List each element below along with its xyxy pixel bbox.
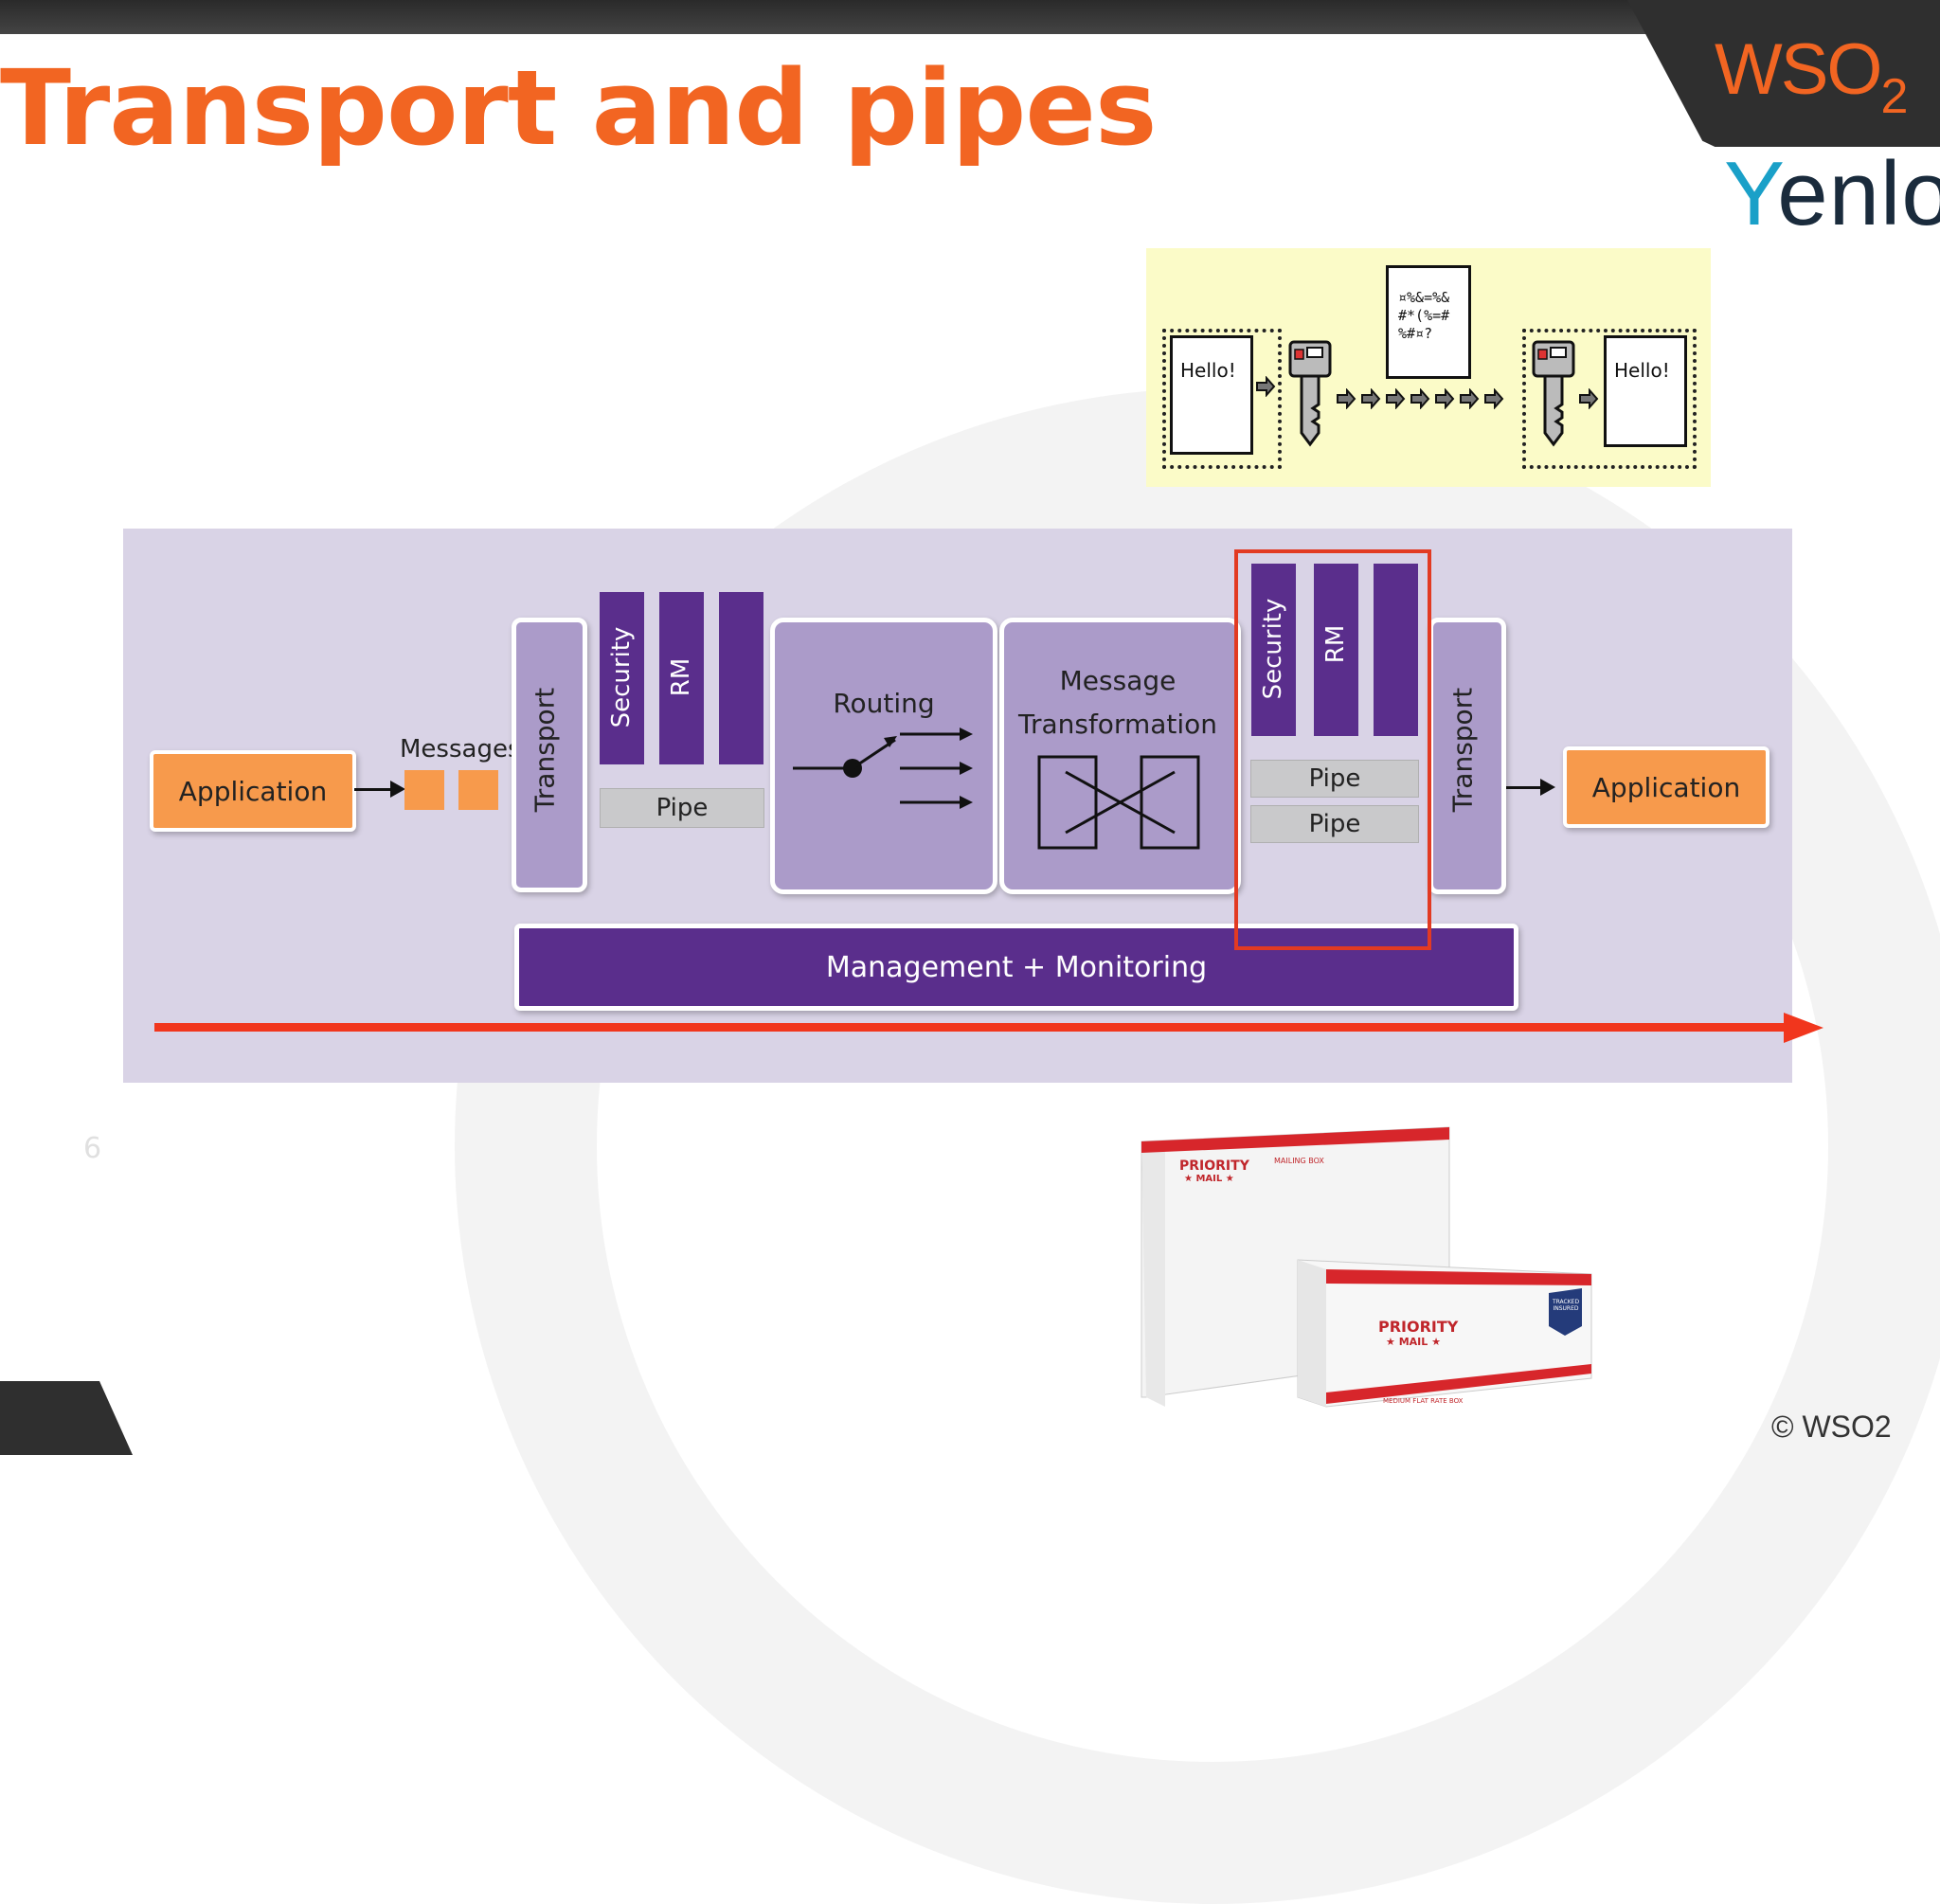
top-bar <box>0 0 1940 34</box>
pipe-right-2: Pipe <box>1250 805 1419 843</box>
message-square <box>458 770 498 810</box>
management-monitoring-bar: Management + Monitoring <box>514 924 1518 1011</box>
large-box-brand: PRIORITY <box>1179 1159 1249 1174</box>
message-square <box>404 770 444 810</box>
priority-mail-boxes: PRIORITY ★ MAIL ★ MAILING BOX PRIORITY ★… <box>1099 1123 1610 1416</box>
shipping-boxes-illustration <box>1141 1126 1592 1408</box>
arrow-head <box>390 781 405 798</box>
arrow-right-icon <box>1256 376 1276 397</box>
plain-text-left: Hello! <box>1180 359 1236 382</box>
small-box-sub: ★ MAIL ★ <box>1386 1336 1441 1348</box>
small-box-brand: PRIORITY <box>1378 1318 1459 1336</box>
security-left-label: Security <box>607 626 636 728</box>
pipe-right-1: Pipe <box>1250 760 1419 798</box>
slide-title: Transport and pipes <box>0 47 1157 169</box>
dotted-frame-right <box>1522 329 1697 469</box>
key-icon <box>1288 340 1332 447</box>
key-icon <box>1532 340 1575 447</box>
routing-label: Routing <box>833 688 935 719</box>
dotted-frame-left <box>1162 329 1282 469</box>
encrypted-stream-arrows <box>1337 388 1504 409</box>
plain-document-left: Hello! <box>1170 335 1253 455</box>
highlight-box <box>1234 549 1431 950</box>
copyright: © WSO2 <box>1771 1410 1892 1444</box>
transport-right <box>1428 618 1506 894</box>
encryption-inset: Hello! ¤%&=%& #*(%=# %#¤? Hello! <box>1146 248 1711 487</box>
rm-left-label: RM <box>667 657 695 697</box>
transport-right-label: Transport <box>1446 687 1479 813</box>
routing-box <box>770 618 997 894</box>
application-left: Application <box>150 750 356 832</box>
small-box-type: MEDIUM FLAT RATE BOX <box>1383 1397 1464 1405</box>
extra-bar-left <box>719 592 763 764</box>
message-label: Message <box>1059 665 1177 696</box>
plain-document-right: Hello! <box>1604 335 1687 447</box>
security-bar-right <box>1251 564 1296 736</box>
arrow-line <box>354 788 392 791</box>
page-number: 6 <box>83 1132 102 1165</box>
yenlo-logo: Yenlo <box>1724 143 1940 244</box>
pipe-left: Pipe <box>600 788 764 828</box>
arrow-line <box>1506 786 1542 789</box>
flow-arrow-head <box>1784 1013 1823 1043</box>
large-box-sub: ★ MAIL ★ <box>1184 1174 1234 1184</box>
transformation-icon <box>1037 755 1200 850</box>
cipher-text: ¤%&=%& #*(%=# %#¤? <box>1398 289 1450 342</box>
extra-bar-right <box>1374 564 1418 736</box>
rm-bar-right <box>1314 564 1358 736</box>
tracked-insured-badge: TRACKED INSURED <box>1552 1299 1580 1312</box>
transport-left-label: Transport <box>529 687 561 813</box>
transport-left <box>512 618 587 892</box>
footer-corner <box>0 1381 133 1455</box>
arrow-head <box>1540 779 1555 796</box>
arrow-right-icon <box>1579 388 1599 409</box>
encrypted-document: ¤%&=%& #*(%=# %#¤? <box>1386 265 1471 379</box>
large-box-type: MAILING BOX <box>1274 1157 1324 1165</box>
router-switch-icon <box>793 727 973 809</box>
rm-bar-left <box>659 592 704 764</box>
application-right: Application <box>1563 746 1769 828</box>
messages-label: Messages <box>400 735 521 763</box>
wso2-logo: WSO2 <box>1715 29 1908 124</box>
flow-arrow-shaft <box>154 1023 1788 1032</box>
transformation-label: Transformation <box>1017 709 1218 740</box>
security-bar-left <box>600 592 644 764</box>
plain-text-right: Hello! <box>1614 359 1670 382</box>
